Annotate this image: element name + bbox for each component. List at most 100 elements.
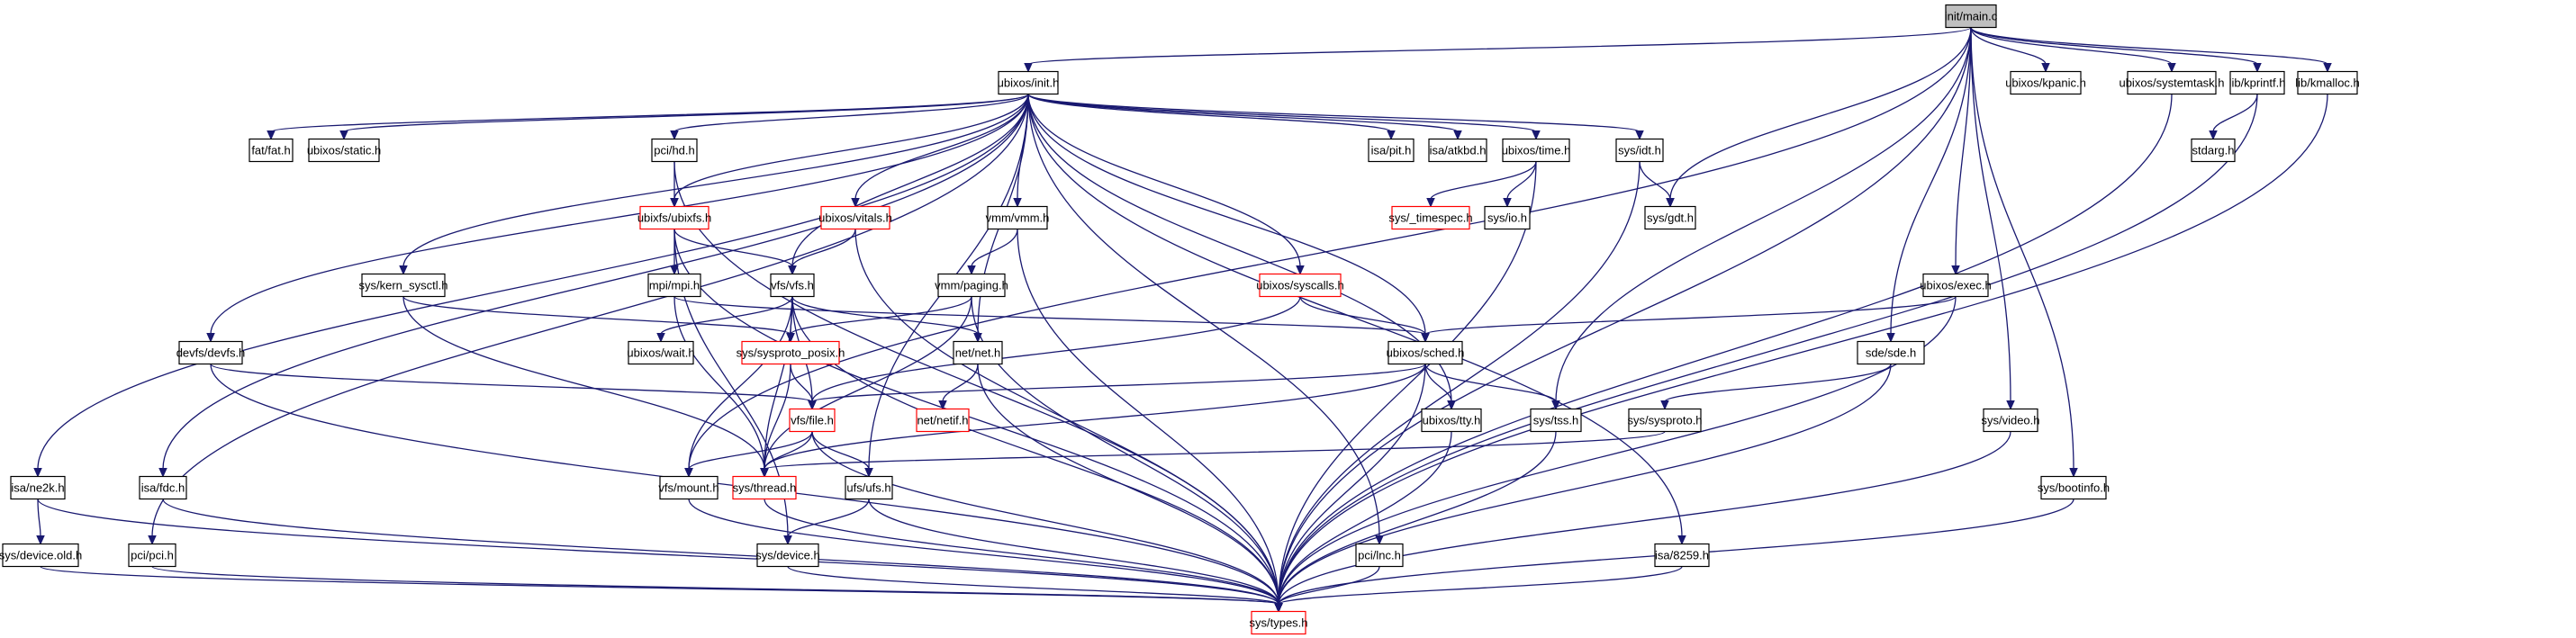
node-ubixos-wait-h[interactable]: ubixos/wait.h xyxy=(627,340,695,365)
edge-tty-to-types xyxy=(1278,431,1452,605)
node-ubixos-vitals-h[interactable]: ubixos/vitals.h xyxy=(818,205,892,230)
node-vfs-mount-h[interactable]: vfs/mount.h xyxy=(658,475,719,500)
node-pci-hd-h[interactable]: pci/hd.h xyxy=(651,138,698,163)
node-box xyxy=(1654,543,1710,568)
node-label: ubixos/systemtask.h xyxy=(2119,76,2224,90)
node-box xyxy=(651,138,698,163)
node-sys-device-h[interactable]: sys/device.h xyxy=(755,543,820,568)
node-label: pci/hd.h xyxy=(654,144,695,157)
node-sys-io-h[interactable]: sys/io.h xyxy=(1484,205,1531,230)
node-sys-gdt-h[interactable]: sys/gdt.h xyxy=(1644,205,1696,230)
edge-sched-to-tty xyxy=(1424,364,1452,402)
edge-devfs-to-file xyxy=(210,363,813,403)
node-sys-types-h[interactable]: sys/types.h xyxy=(1249,610,1308,635)
node-box xyxy=(639,205,710,230)
node-box xyxy=(628,340,694,365)
node-sys-timespec-h[interactable]: sys/_timespec.h xyxy=(1388,205,1473,230)
node-init-main-c[interactable]: init/main.c xyxy=(1945,4,1998,29)
node-vmm-paging-h[interactable]: vmm/paging.h xyxy=(935,273,1008,298)
node-label: devfs/devfs.h xyxy=(176,346,246,360)
node-lib-kmalloc-h[interactable]: lib/kmalloc.h xyxy=(2295,70,2360,95)
arrowhead-video xyxy=(2006,400,2015,410)
node-mpi-mpi-h[interactable]: mpi/mpi.h xyxy=(647,273,701,298)
edge-main-to-init xyxy=(1027,26,1972,66)
node-sys-thread-h[interactable]: sys/thread.h xyxy=(732,475,797,500)
node-label: ubixos/static.h xyxy=(307,144,381,157)
node-ubixos-kpanic-h[interactable]: ubixos/kpanic.h xyxy=(2005,70,2086,95)
node-isa-pit-h[interactable]: isa/pit.h xyxy=(1368,138,1415,163)
arrowhead-device xyxy=(783,535,792,545)
node-label: ubixos/tty.h xyxy=(1423,414,1481,427)
node-devfs-devfs-h[interactable]: devfs/devfs.h xyxy=(176,340,246,365)
arrowhead-sysproto xyxy=(1660,400,1669,410)
arrowhead-vmm xyxy=(1013,198,1022,208)
node-ubixos-init-h[interactable]: ubixos/init.h xyxy=(998,70,1060,95)
arrowhead-pci xyxy=(148,535,157,545)
node-net-net-h[interactable]: net/net.h xyxy=(953,340,1003,365)
node-sys-sysproto-h[interactable]: sys/sysproto.h xyxy=(1627,408,1703,433)
node-box xyxy=(937,273,1006,298)
node-lib-kprintf-h[interactable]: lib/kprintf.h xyxy=(2229,70,2286,95)
node-ubixos-time-h[interactable]: ubixos/time.h xyxy=(1502,138,1571,163)
node-box xyxy=(2229,70,2285,95)
arrowhead-syscalls xyxy=(1296,265,1305,275)
edge-sysproto-posix-to-thread xyxy=(764,364,791,470)
node-sde-sde-h[interactable]: sde/sde.h xyxy=(1857,340,1925,365)
node-fat-fat-h[interactable]: fat/fat.h xyxy=(249,138,294,163)
edge-kern-sysctl-to-sysproto-posix xyxy=(402,295,791,336)
edge-vmm-to-types xyxy=(1017,229,1279,605)
edge-fdc-to-types xyxy=(162,499,1279,605)
edge-sysproto-posix-to-file xyxy=(790,364,813,402)
node-ubixos-syscalls-h[interactable]: ubixos/syscalls.h xyxy=(1256,273,1344,298)
edge-init-to-kern-sysctl xyxy=(402,94,1029,267)
node-stdarg-h[interactable]: stdarg.h xyxy=(2191,138,2236,163)
node-label: ubixos/init.h xyxy=(998,76,1060,90)
node-net-netif-h[interactable]: net/netif.h xyxy=(916,408,970,433)
node-isa-fdc-h[interactable]: isa/fdc.h xyxy=(139,475,187,500)
node-ubixos-static-h[interactable]: ubixos/static.h xyxy=(307,138,381,163)
edge-init-to-syscalls xyxy=(1027,94,1301,267)
edge-file-to-mount xyxy=(688,431,813,470)
arrowhead-timespec xyxy=(1426,198,1435,208)
node-box xyxy=(2010,70,2082,95)
node-label: lib/kmalloc.h xyxy=(2295,76,2360,90)
node-sys-sysproto-posix-h[interactable]: sys/sysproto_posix.h xyxy=(737,340,845,365)
node-sys-kern-sysctl-h[interactable]: sys/kern_sysctl.h xyxy=(359,273,448,298)
node-sys-bootinfo-h[interactable]: sys/bootinfo.h xyxy=(2038,475,2110,500)
node-isa-atkbd-h[interactable]: isa/atkbd.h xyxy=(1428,138,1487,163)
node-sys-device-old-h[interactable]: sys/device.old.h xyxy=(0,543,82,568)
node-ubixos-exec-h[interactable]: ubixos/exec.h xyxy=(1920,273,1992,298)
node-vfs-file-h[interactable]: vfs/file.h xyxy=(789,408,836,433)
node-sys-video-h[interactable]: sys/video.h xyxy=(1981,408,2040,433)
edge-init-to-time xyxy=(1027,93,1537,133)
node-vfs-vfs-h[interactable]: vfs/vfs.h xyxy=(770,273,815,298)
node-label: sys/bootinfo.h xyxy=(2038,481,2110,495)
node-pci-pci-h[interactable]: pci/pci.h xyxy=(128,543,176,568)
edge-pci-to-types xyxy=(151,565,1279,606)
node-isa-8259-h[interactable]: isa/8259.h xyxy=(1654,543,1710,568)
node-ubixos-systemtask-h[interactable]: ubixos/systemtask.h xyxy=(2119,70,2225,95)
node-ubixos-sched-h[interactable]: ubixos/sched.h xyxy=(1387,340,1465,365)
edge-vmm-to-paging xyxy=(971,229,1018,267)
arrowhead-kmalloc xyxy=(2323,63,2332,73)
arrowhead-kpanic xyxy=(2041,63,2050,73)
node-ubixfs-ubixfs-h[interactable]: ubixfs/ubixfs.h xyxy=(637,205,711,230)
node-ufs-ufs-h[interactable]: ufs/ufs.h xyxy=(845,475,893,500)
edge-init-to-hd xyxy=(673,93,1029,133)
edge-init-to-ubixfs xyxy=(673,94,1029,200)
node-sys-idt-h[interactable]: sys/idt.h xyxy=(1615,138,1664,163)
edge-kprintf-to-types xyxy=(1278,94,2258,605)
edge-vfs-to-wait xyxy=(660,296,793,335)
node-label: vmm/vmm.h xyxy=(986,211,1050,225)
edge-main-to-tss xyxy=(1555,27,1972,402)
edge-init-to-pit xyxy=(1027,93,1392,133)
node-box xyxy=(308,138,380,163)
node-vmm-vmm-h[interactable]: vmm/vmm.h xyxy=(986,205,1050,230)
node-box xyxy=(953,340,1003,365)
node-sys-tss-h[interactable]: sys/tss.h xyxy=(1530,408,1582,433)
edge-ubixfs-to-types xyxy=(673,229,1279,605)
node-ubixos-tty-h[interactable]: ubixos/tty.h xyxy=(1421,408,1482,433)
node-isa-ne2k-h[interactable]: isa/ne2k.h xyxy=(10,475,66,500)
node-pci-lnc-h[interactable]: pci/lnc.h xyxy=(1355,543,1404,568)
